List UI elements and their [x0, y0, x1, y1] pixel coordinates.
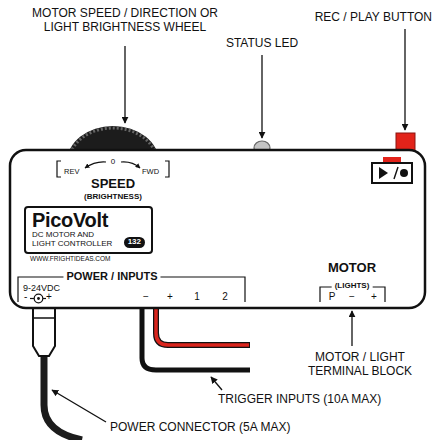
- callout-label: −: [349, 291, 355, 303]
- black-wire: [142, 306, 250, 370]
- controller-housing: [10, 150, 425, 308]
- callout-label: MOTOR / LIGHT TERMINAL BLOCK: [295, 350, 425, 379]
- rec-symbol: [400, 169, 408, 177]
- model-number: 132: [128, 238, 141, 247]
- slash-symbol: [394, 167, 398, 179]
- red-wire: [156, 306, 249, 345]
- callout-label: WWW.FRIGHTIDEAS.COM: [30, 255, 111, 263]
- callout-label: REC / PLAY BUTTON: [315, 10, 432, 24]
- brand-name: PicoVolt: [32, 210, 145, 231]
- callout-label: +: [167, 291, 173, 303]
- callout-label: REV: [64, 167, 79, 176]
- callout-label: -: [24, 291, 27, 303]
- play-symbol: [379, 167, 388, 179]
- callout-label: 2: [222, 291, 228, 303]
- callout-label: MOTOR: [328, 260, 376, 276]
- fwd-arrow: [121, 162, 140, 168]
- callout-label: MOTOR SPEED / DIRECTION OR LIGHT BRIGHTN…: [25, 6, 225, 35]
- callout-label: POWER CONNECTOR (5A MAX): [110, 420, 290, 434]
- callout-label: 1: [194, 291, 200, 303]
- product-description: DC MOTOR AND LIGHT CONTROLLER: [32, 231, 116, 249]
- speed-bracket: [165, 161, 169, 177]
- leader-arrow: [211, 377, 222, 390]
- callout-label: POWER / INPUTS: [63, 270, 160, 283]
- callout-label: 0: [111, 157, 115, 167]
- leader-arrow: [351, 311, 352, 346]
- callout-label: (BRIGHTNESS): [84, 192, 142, 202]
- brand-box: PicoVoltDC MOTOR AND LIGHT CONTROLLER 132: [24, 206, 153, 254]
- leader-arrow: [52, 390, 106, 422]
- model-badge: 132: [124, 237, 145, 248]
- leader-arrow: [261, 55, 262, 138]
- polarity-symbol: [37, 297, 40, 300]
- callout-label: P: [329, 291, 336, 303]
- power-cable: [44, 356, 82, 440]
- callout-label: (LIGHTS): [332, 281, 373, 291]
- callout-label: +: [46, 291, 52, 303]
- rev-arrow: [85, 162, 106, 168]
- plug-ring: [33, 317, 55, 319]
- leader-arrow: [124, 46, 125, 123]
- callout-label: SPEED: [91, 176, 135, 192]
- callout-label: 9-24VDC: [23, 283, 60, 294]
- speed-bracket: [57, 161, 61, 177]
- polarity-symbol: [30, 298, 34, 299]
- callout-label: −: [143, 291, 149, 303]
- callout-label: +: [371, 291, 377, 303]
- red-wire-outline: [156, 306, 250, 345]
- callout-label: TRIGGER INPUTS (10A MAX): [218, 392, 381, 406]
- rec-play-icon: [372, 163, 412, 183]
- polarity-symbol: [43, 298, 46, 299]
- callout-label: STATUS LED: [226, 36, 298, 50]
- power-plug: [33, 306, 55, 356]
- leader-arrow: [404, 29, 405, 130]
- polarity-symbol: [34, 294, 43, 303]
- callout-label: FWD: [142, 167, 159, 176]
